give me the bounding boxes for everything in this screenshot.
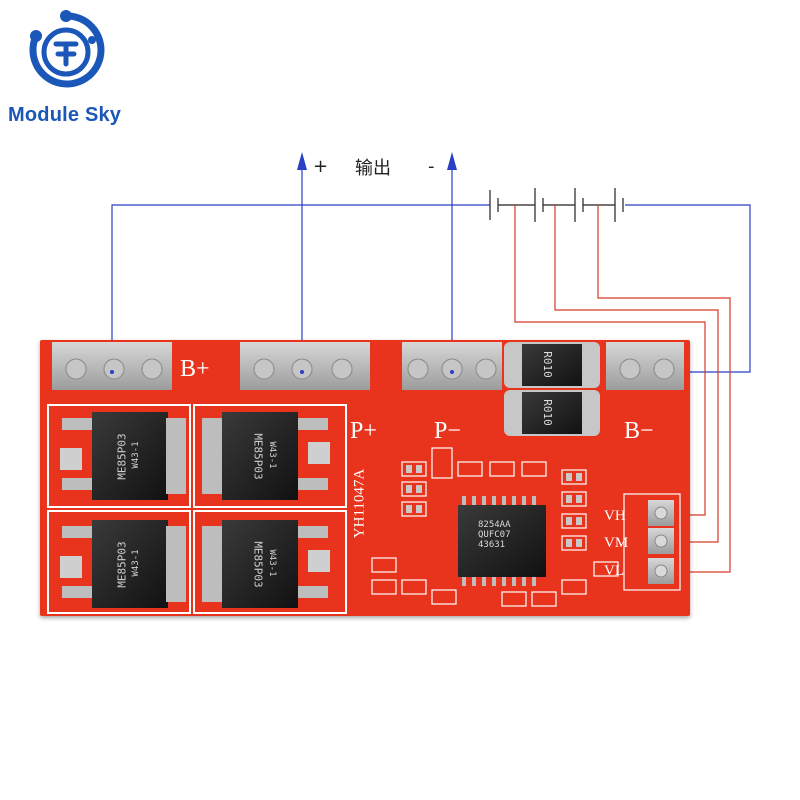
shunt-1-text: R010 [540, 351, 554, 378]
mosfet-1-part: ME85P03 [115, 433, 129, 480]
shunt-2-text: R010 [540, 399, 554, 426]
mosfet-3-code: W43-1 [131, 549, 141, 577]
mosfet-2-part: ME85P03 [251, 433, 265, 480]
brand-name: Module Sky [8, 104, 122, 126]
mosfet-4-part: ME85P03 [251, 541, 265, 588]
ic-line-1: 8254AA [478, 520, 511, 530]
mosfet-2-code: W43-1 [267, 441, 277, 469]
label-p-plus: P+ [350, 418, 377, 444]
ic-label: 8254AA QUFC07 43631 [478, 520, 511, 550]
output-label: 输出 [355, 158, 391, 179]
label-vh: VH [604, 508, 626, 524]
output-plus-sign: + [313, 156, 329, 177]
label-vl: VL [604, 563, 624, 579]
mosfet-1-code: W43-1 [131, 441, 141, 469]
board-model: YH11047A [351, 468, 368, 539]
ic-line-3: 43631 [478, 540, 506, 550]
label-b-plus: B+ [180, 356, 210, 382]
mosfet-3-part: ME85P03 [115, 541, 129, 588]
label-b-minus: B− [624, 418, 654, 444]
label-p-minus: P− [434, 418, 461, 444]
output-minus-sign: - [428, 156, 435, 177]
mosfet-4-code: W43-1 [267, 549, 277, 577]
ms-logo-icon [29, 10, 105, 88]
label-vm: VM [604, 535, 629, 551]
ic-line-2: QUFC07 [478, 530, 511, 540]
